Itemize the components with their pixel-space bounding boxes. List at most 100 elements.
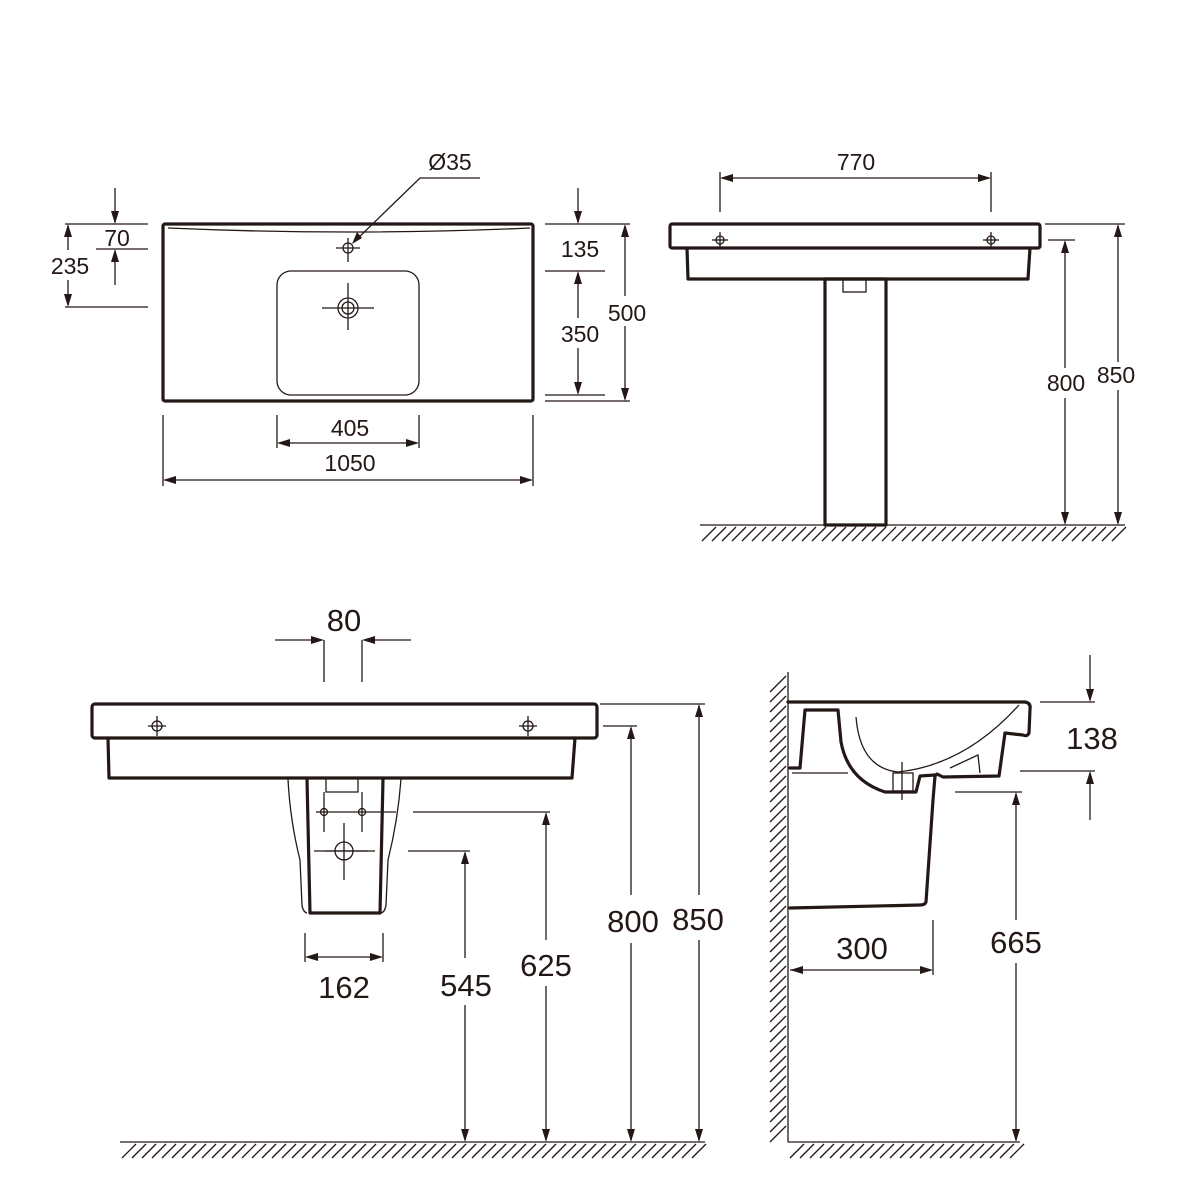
hatch-line bbox=[769, 1035, 787, 1053]
hatch-line bbox=[381, 1143, 397, 1159]
bowl-curve bbox=[855, 704, 1020, 773]
hatch-line bbox=[881, 526, 897, 542]
tap-hole-diameter-label: Ø35 bbox=[428, 149, 471, 175]
hatch-line bbox=[131, 1143, 147, 1159]
hatch-line bbox=[801, 526, 817, 542]
hatch-line bbox=[1091, 526, 1107, 542]
hatch-line bbox=[941, 526, 957, 542]
hatch-line bbox=[471, 1143, 487, 1159]
hatch-line bbox=[769, 955, 787, 973]
dim-fixing-spacing-label: 770 bbox=[837, 149, 875, 175]
dim-total-depth-label: 500 bbox=[608, 300, 646, 326]
hatch-line bbox=[769, 675, 787, 693]
hatch-line bbox=[879, 1143, 895, 1159]
hatch-line bbox=[989, 1143, 1005, 1159]
hatch-line bbox=[691, 1143, 707, 1159]
hatch-line bbox=[789, 1143, 805, 1159]
hatch-line bbox=[859, 1143, 875, 1159]
hatch-line bbox=[251, 1143, 267, 1159]
basin-top-slab bbox=[90, 702, 599, 740]
hatch-line bbox=[911, 526, 927, 542]
hatch-line bbox=[769, 815, 787, 833]
dim-underside-height-label: 800 bbox=[607, 904, 659, 939]
hatch-line bbox=[751, 526, 767, 542]
floor-hatch bbox=[789, 1143, 1025, 1159]
hatch-line bbox=[551, 1143, 567, 1159]
hatch-line bbox=[431, 1143, 447, 1159]
hatch-line bbox=[271, 1143, 287, 1159]
hatch-line bbox=[971, 526, 987, 542]
fixing-hole-right-icon bbox=[983, 232, 999, 248]
hatch-line bbox=[1071, 526, 1087, 542]
hatch-line bbox=[1001, 526, 1017, 542]
fixing-hole-left-icon bbox=[712, 232, 728, 248]
hatch-line bbox=[999, 1143, 1015, 1159]
hatch-line bbox=[769, 875, 787, 893]
hatch-line bbox=[769, 905, 787, 923]
top-plan-view: Ø35 70 235 135 350 500 bbox=[51, 149, 646, 486]
tap-hole-icon bbox=[336, 238, 360, 262]
hatch-line bbox=[1009, 1143, 1025, 1159]
hatch-line bbox=[501, 1143, 517, 1159]
hatch-line bbox=[769, 965, 787, 983]
hatch-line bbox=[681, 1143, 697, 1159]
hatch-line bbox=[331, 1143, 347, 1159]
semi-pedestal-body bbox=[305, 777, 385, 915]
hatch-line bbox=[701, 526, 717, 542]
hatch-line bbox=[769, 705, 787, 723]
hatch-line bbox=[979, 1143, 995, 1159]
hatch-line bbox=[769, 1095, 787, 1113]
hatch-line bbox=[601, 1143, 617, 1159]
hatch-line bbox=[931, 526, 947, 542]
hatch-line bbox=[261, 1143, 277, 1159]
hatch-line bbox=[581, 1143, 597, 1159]
hatch-line bbox=[769, 1075, 787, 1093]
hatch-line bbox=[351, 1143, 367, 1159]
hatch-line bbox=[1081, 526, 1097, 542]
hatch-line bbox=[769, 995, 787, 1013]
hatch-line bbox=[661, 1143, 677, 1159]
hatch-line bbox=[141, 1143, 157, 1159]
hatch-line bbox=[769, 885, 787, 903]
hatch-line bbox=[919, 1143, 935, 1159]
hatch-line bbox=[769, 855, 787, 873]
wall-hatch bbox=[769, 675, 787, 1143]
fixing-hole-right-icon bbox=[519, 716, 537, 736]
hatch-line bbox=[861, 526, 877, 542]
hatch-line bbox=[121, 1143, 137, 1159]
hatch-line bbox=[939, 1143, 955, 1159]
hatch-line bbox=[461, 1143, 477, 1159]
hatch-line bbox=[871, 526, 887, 542]
basin-inner-profile bbox=[788, 708, 937, 794]
semi-pedestal-outer bbox=[287, 778, 402, 914]
hatch-line bbox=[769, 1005, 787, 1023]
pedestal-column bbox=[823, 277, 888, 527]
fixing-hole-left-icon bbox=[148, 716, 166, 736]
hatch-line bbox=[321, 1143, 337, 1159]
hatch-line bbox=[311, 1143, 327, 1159]
dim-total-height-label: 850 bbox=[672, 902, 724, 937]
hatch-line bbox=[951, 526, 967, 542]
hatch-line bbox=[769, 985, 787, 1003]
hatch-line bbox=[769, 1125, 787, 1143]
dim-drain-offset-label: 235 bbox=[51, 253, 89, 279]
hatch-line bbox=[819, 1143, 835, 1159]
hatch-line bbox=[921, 526, 937, 542]
pedestal-front-view: 770 800 850 bbox=[668, 149, 1135, 542]
hatch-line bbox=[769, 1085, 787, 1103]
hatch-line bbox=[949, 1143, 965, 1159]
hatch-line bbox=[411, 1143, 427, 1159]
hatch-line bbox=[769, 1115, 787, 1133]
hatch-line bbox=[769, 1065, 787, 1083]
dim-bowl-width-label: 405 bbox=[331, 415, 369, 441]
hatch-line bbox=[1021, 526, 1037, 542]
floor-hatch bbox=[121, 1143, 707, 1159]
hatch-line bbox=[841, 526, 857, 542]
hatch-line bbox=[769, 755, 787, 773]
hatch-line bbox=[831, 526, 847, 542]
floor-hatch bbox=[701, 526, 1127, 542]
hatch-line bbox=[769, 725, 787, 743]
hatch-line bbox=[769, 785, 787, 803]
hatch-line bbox=[231, 1143, 247, 1159]
hatch-line bbox=[769, 1055, 787, 1073]
